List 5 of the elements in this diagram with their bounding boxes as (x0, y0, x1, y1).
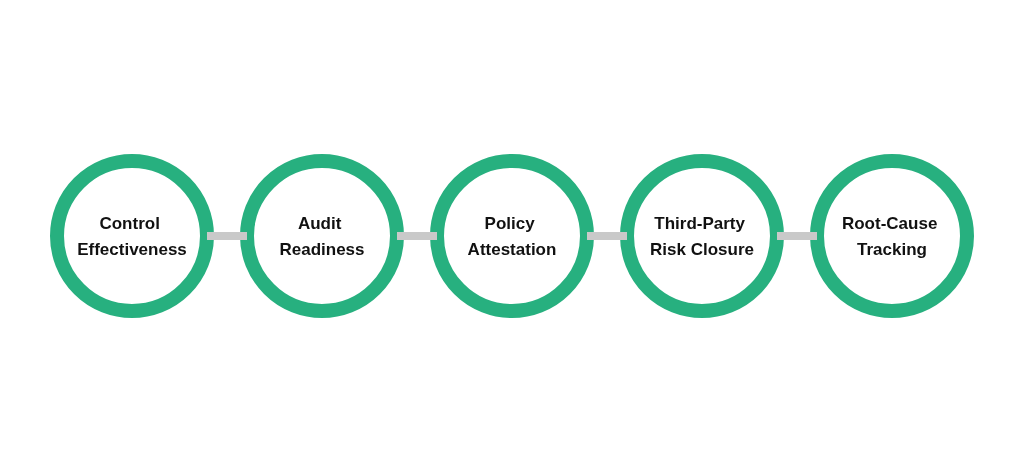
node-circle: Policy Attestation (430, 153, 594, 318)
node-circle: Third-Party Risk Closure (620, 153, 784, 318)
node-circle: Root-Cause Tracking (810, 153, 974, 318)
node-circle: Control Effectiveness (50, 153, 214, 318)
node-circle: Audit Readiness (240, 153, 404, 318)
